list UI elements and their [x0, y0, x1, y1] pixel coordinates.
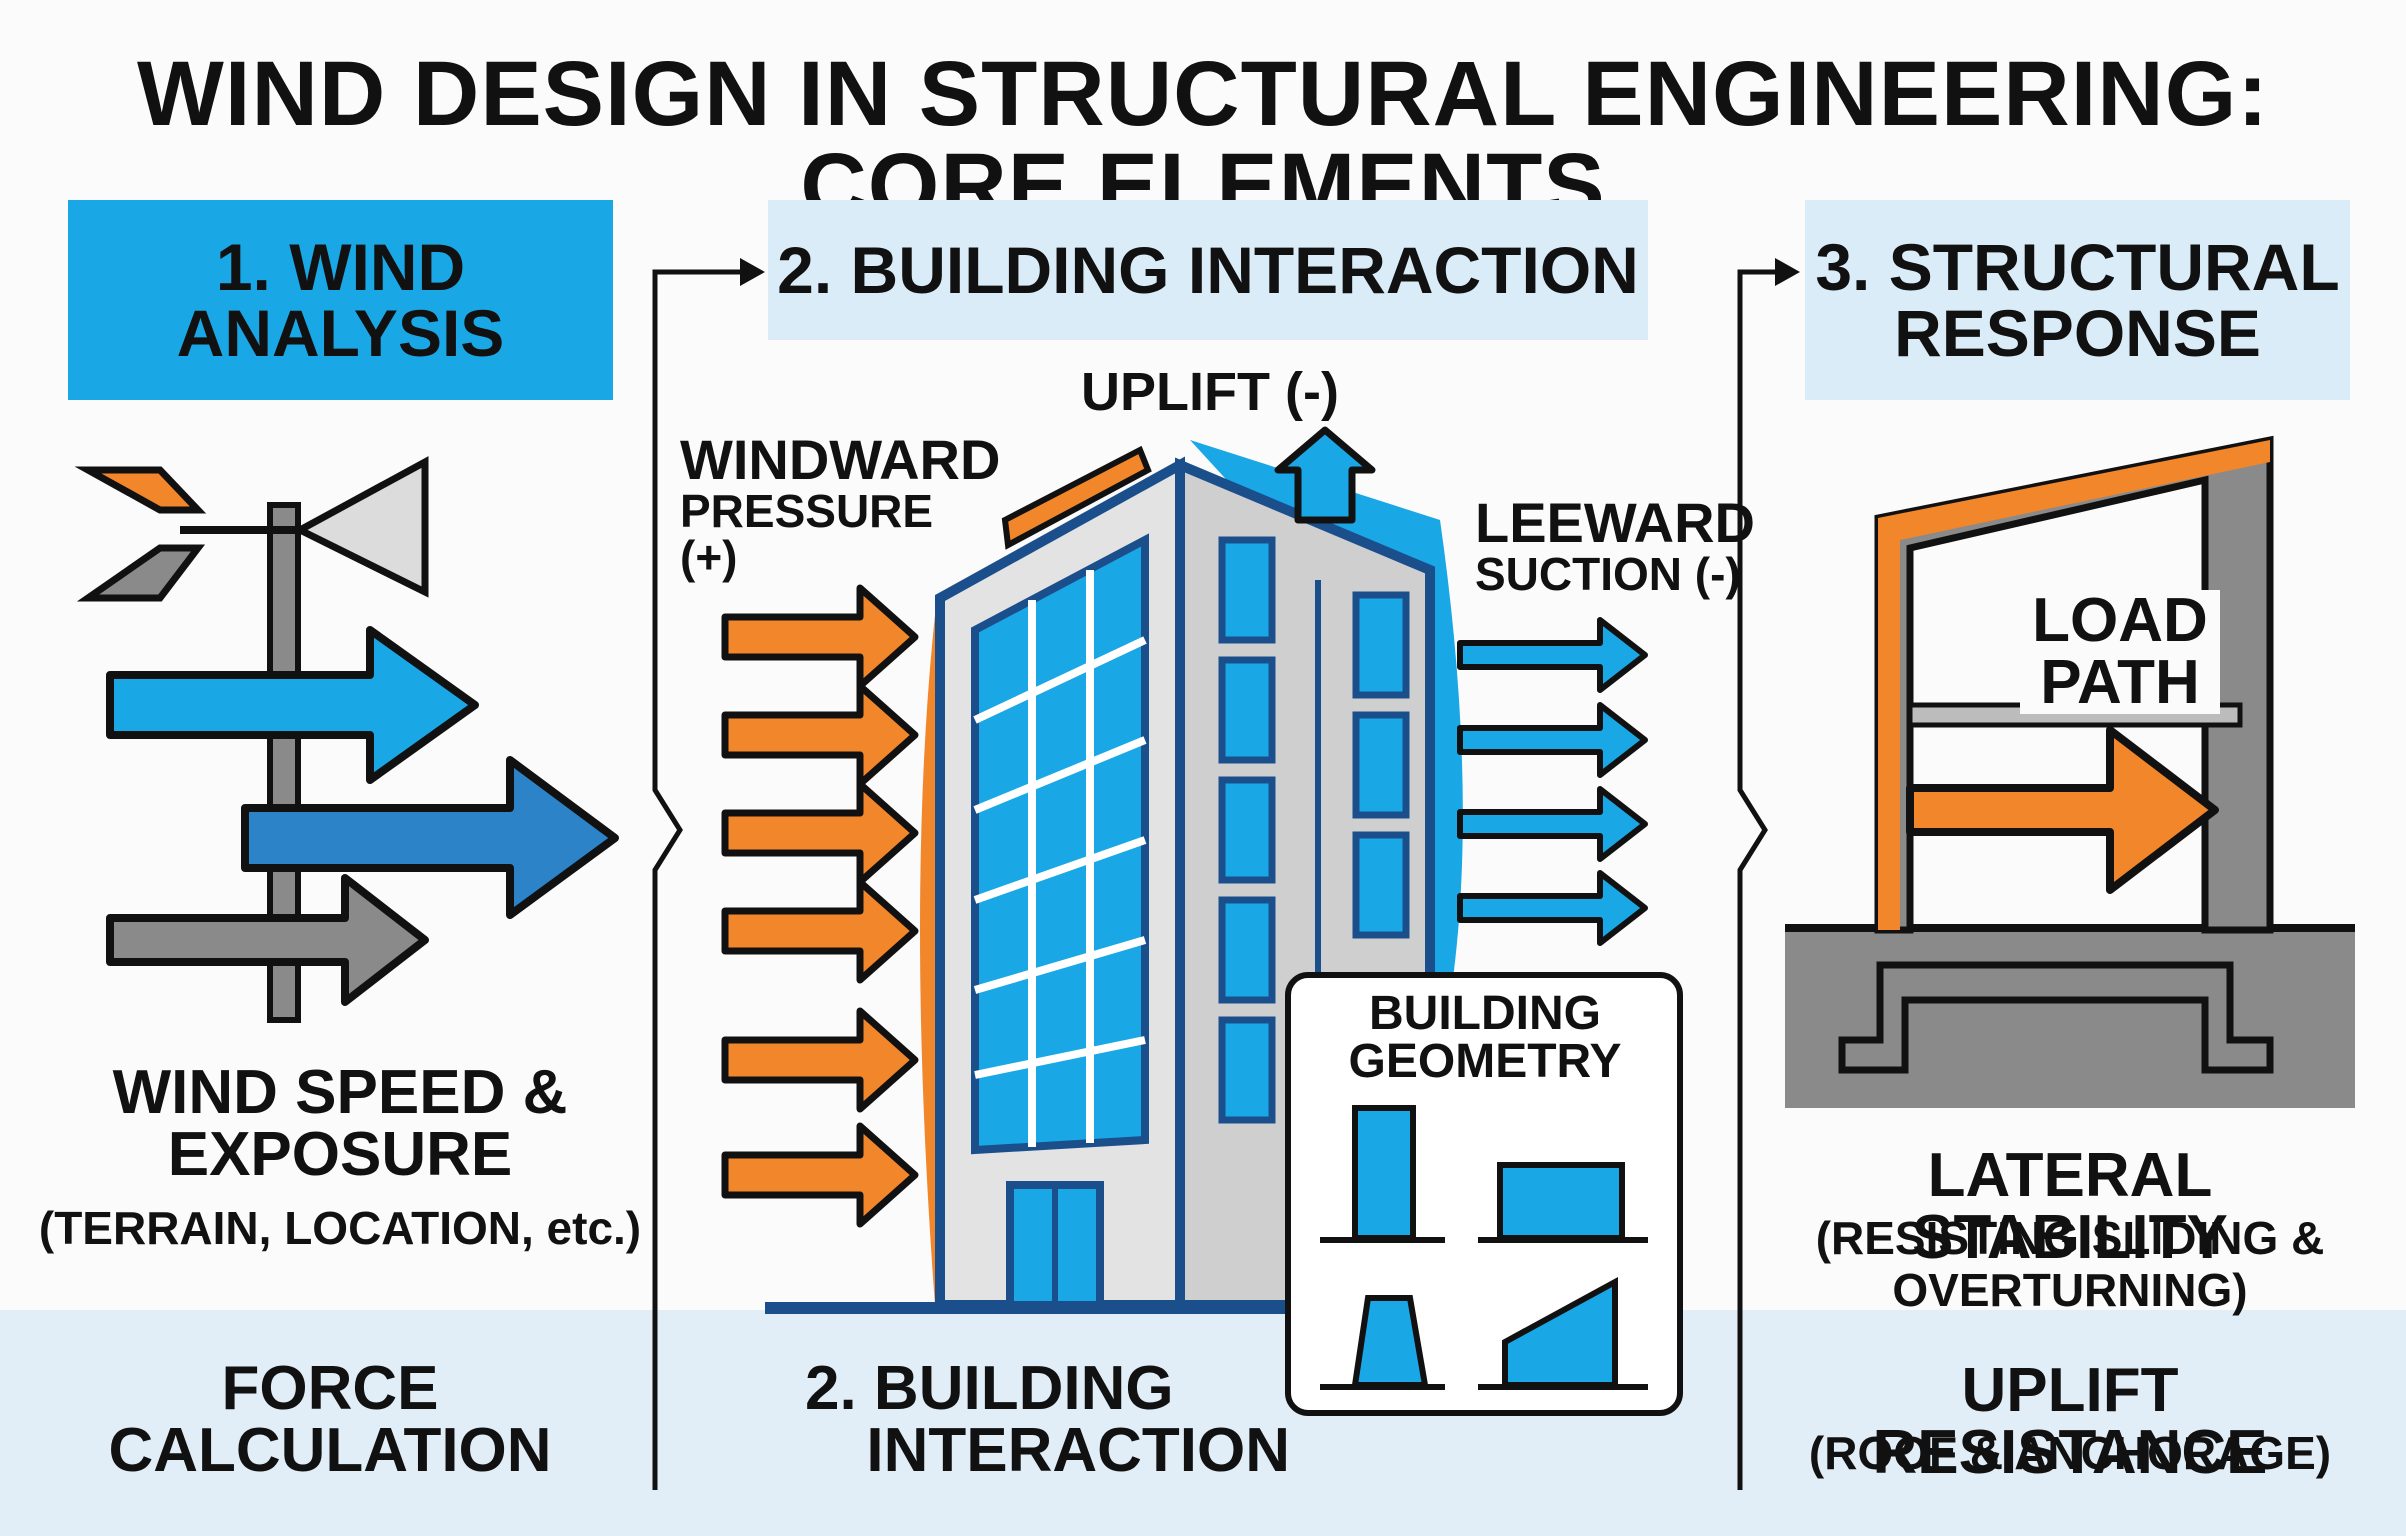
lateral-stability-detail-line-1: (RESISTING SLIDING &	[1815, 1212, 2325, 1264]
lateral-stability-title: LATERAL STABILITY	[1912, 1141, 2228, 1272]
windward-label-line-2: PRESSURE (+)	[680, 485, 934, 583]
page-title: WIND DESIGN IN STRUCTURAL ENGINEERING: C…	[137, 43, 2269, 237]
leeward-label-line-1: LEEWARD	[1475, 491, 1755, 554]
footer-band	[0, 1310, 2406, 1536]
wind-speed-caption: WIND SPEED & EXPOSURE	[90, 1062, 590, 1186]
lateral-stability-detail-line-2: OVERTURNING)	[1892, 1264, 2248, 1316]
panel-1-footer-line-1: FORCE	[221, 1354, 439, 1423]
geometry-title-line-1: BUILDING	[1369, 987, 1601, 1040]
uplift-label: UPLIFT (-)	[1081, 362, 1339, 422]
windward-label: WINDWARD PRESSURE (+)	[680, 428, 1001, 583]
panel-1-header-line-2: ANALYSIS	[176, 296, 505, 370]
panel-2-header: 2. BUILDING INTERACTION	[768, 200, 1648, 340]
panel-1-footer-line-2: CALCULATION	[108, 1416, 552, 1485]
panel-3-header-line-2: RESPONSE	[1894, 296, 2261, 370]
uplift-arrow	[1274, 426, 1376, 524]
leeward-label: LEEWARD SUCTION (-)	[1475, 491, 1755, 600]
panel-3-header-line-1: 3. STRUCTURAL	[1815, 230, 2340, 304]
leeward-label-line-2: SUCTION (-)	[1475, 548, 1741, 600]
panel-2-footer-line-1: 2. BUILDING	[805, 1354, 1174, 1423]
geometry-wide-rectangle	[1497, 1162, 1625, 1241]
windward-arrows	[721, 584, 919, 1228]
uplift-resistance-title: UPLIFT RESISTANCE	[1872, 1356, 2268, 1487]
panel-1-footer: FORCE CALCULATION	[80, 1358, 580, 1482]
windward-label-line-1: WINDWARD	[680, 428, 1001, 491]
load-path-line-1: LOAD	[2032, 586, 2208, 655]
leeward-arrows	[1457, 617, 1648, 946]
connector-2-to-3	[1737, 258, 1800, 1490]
load-path-label: LOAD PATH	[2020, 590, 2220, 714]
building-geometry-box	[1285, 972, 1683, 1416]
wind-arrow-grey	[106, 874, 429, 1006]
geometry-tall-rectangle	[1352, 1105, 1416, 1241]
wind-arrow-dark-blue	[241, 756, 619, 919]
wind-arrow-blue	[106, 626, 479, 784]
panel-2-footer: 2. BUILDING INTERACTION	[790, 1358, 1290, 1482]
geometry-title-line-2: GEOMETRY	[1348, 1035, 1622, 1088]
panel-1-header-line-1: 1. WIND	[215, 230, 466, 304]
lateral-stability-detail: (RESISTING SLIDING & OVERTURNING)	[1770, 1215, 2370, 1313]
geometry-trapezoid	[1351, 1295, 1429, 1388]
panel-1-header: 1. WIND ANALYSIS	[68, 200, 613, 400]
panel-3-header: 3. STRUCTURAL RESPONSE	[1805, 200, 2350, 400]
wind-speed-detail: (TERRAIN, LOCATION, etc.)	[38, 1202, 642, 1254]
load-path-arrow	[1906, 726, 2219, 894]
wind-speed-line-1: WIND SPEED &	[112, 1058, 568, 1127]
uplift-resistance-detail: (ROOF & ANCHORAGE)	[1808, 1427, 2332, 1479]
structural-frame-icon	[1785, 435, 2355, 1108]
connector-1-to-2	[652, 258, 765, 1490]
wind-speed-line-2: EXPOSURE	[167, 1120, 513, 1189]
panel-2-footer-line-2: INTERACTION	[866, 1416, 1290, 1485]
geometry-box-title: BUILDING GEOMETRY	[1295, 990, 1675, 1086]
load-path-line-2: PATH	[2040, 648, 2200, 717]
